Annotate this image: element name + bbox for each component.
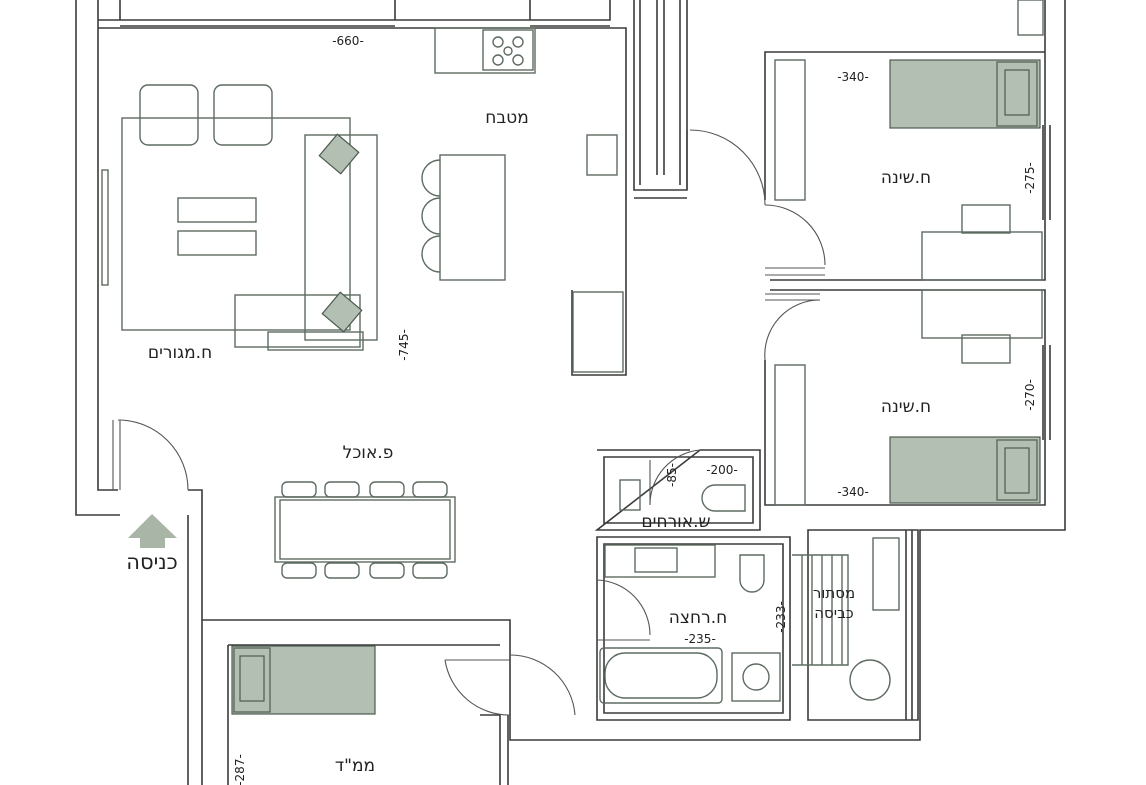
entrance-arrow-icon bbox=[128, 514, 177, 548]
dim-guest-wc-b: -200- bbox=[706, 463, 738, 477]
doors bbox=[112, 129, 826, 716]
safe-room-label: ממ"ד bbox=[335, 756, 375, 776]
entrance-label: כניסה bbox=[126, 550, 178, 574]
dim-bathroom-depth: -233- bbox=[774, 601, 788, 633]
laundry-label-line1: מסתור bbox=[813, 584, 855, 602]
furniture bbox=[101, 0, 1044, 715]
bedroom2-label: ח.שינה bbox=[881, 397, 931, 417]
dim-guest-wc-a: -85- bbox=[665, 463, 679, 487]
living-room-label: ח.מגורים bbox=[148, 343, 212, 363]
dim-bedroom2-width: -340- bbox=[837, 485, 869, 499]
dim-bedroom1-depth: -275- bbox=[1023, 162, 1037, 194]
dim-safe-room-depth: -287- bbox=[233, 754, 247, 785]
dining-label: פ.אוכל bbox=[343, 443, 394, 463]
guest-wc-label: ש.אורחים bbox=[641, 512, 710, 532]
kitchen-label: מטבח bbox=[485, 108, 529, 128]
dim-living-width: -660- bbox=[332, 34, 364, 48]
bedroom1-label: ח.שינה bbox=[881, 168, 931, 188]
dim-living-depth: -745- bbox=[397, 329, 411, 361]
dim-bedroom1-width: -340- bbox=[837, 70, 869, 84]
bathroom-label: ח.רחצה bbox=[669, 608, 727, 628]
dim-bathroom-width: -235- bbox=[684, 632, 716, 646]
dim-bedroom2-depth: -270- bbox=[1023, 379, 1037, 411]
laundry-label-line2: כביסה bbox=[814, 604, 854, 622]
